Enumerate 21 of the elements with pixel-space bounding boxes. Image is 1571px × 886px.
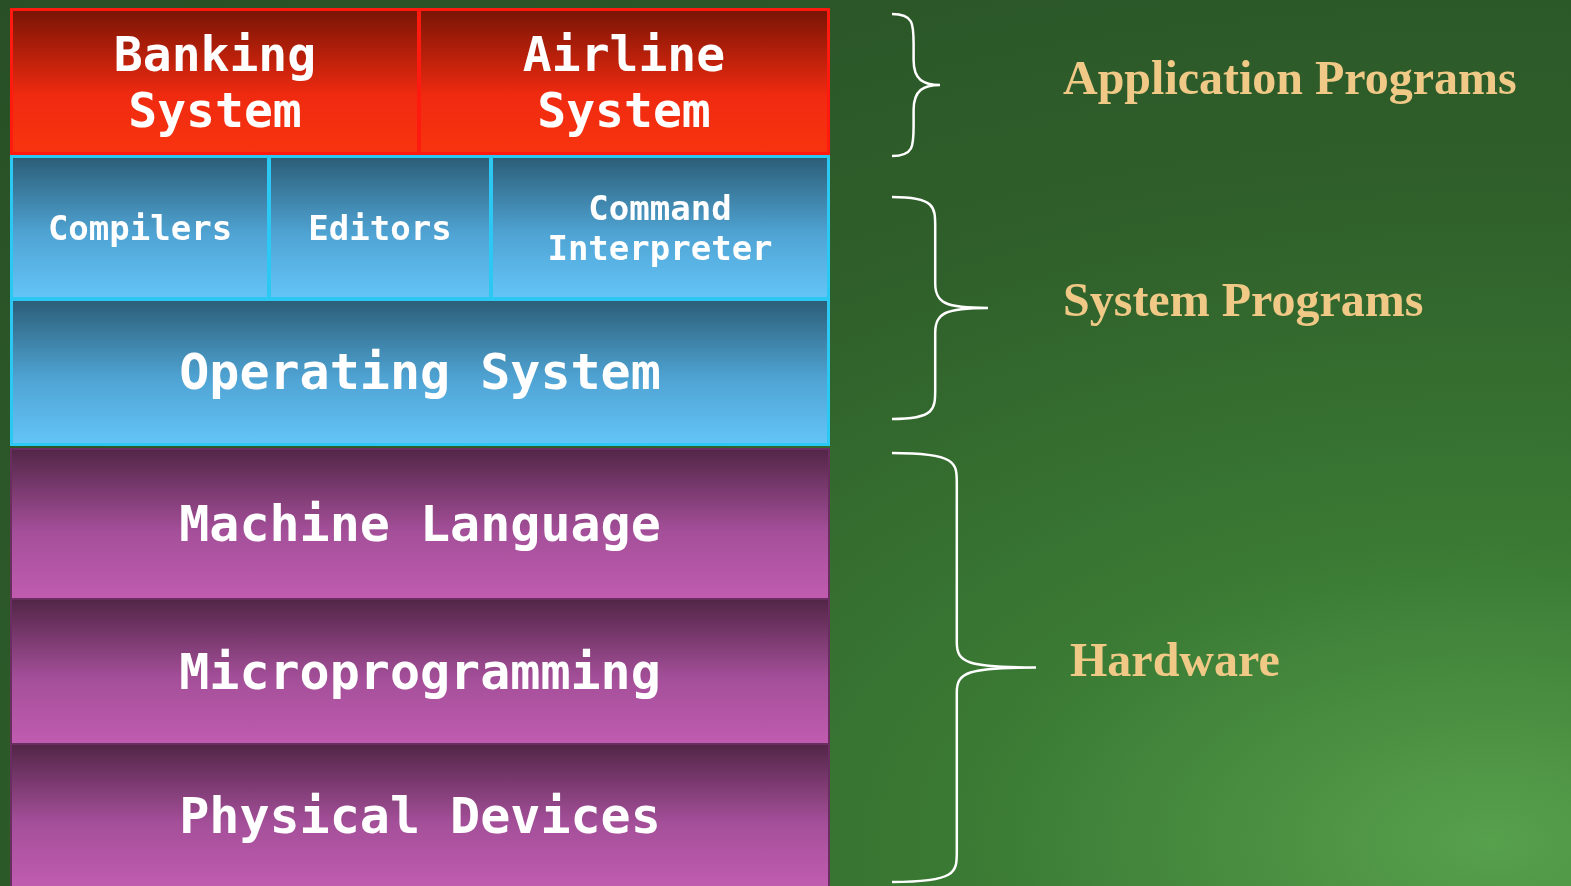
layer-box <box>10 8 420 155</box>
layer-box <box>10 743 830 886</box>
layer-label: Airline System <box>521 25 727 138</box>
layer-box <box>490 155 830 300</box>
layer-label: Command Interpreter <box>546 187 774 268</box>
layer-box <box>10 298 830 446</box>
group-label: Hardware <box>1070 632 1280 687</box>
layer-box <box>418 8 830 155</box>
group-label: System Programs <box>1063 272 1424 327</box>
layer-label: Machine Language <box>178 495 662 553</box>
layer-label: Physical Devices <box>178 786 662 845</box>
group-label: Application Programs <box>1063 50 1517 105</box>
layer-label: Editors <box>307 207 453 248</box>
layer-box <box>10 598 830 745</box>
layer-label: Microprogramming <box>178 642 662 701</box>
layer-box <box>268 155 492 300</box>
layer-box <box>10 448 830 600</box>
layer-label: Banking System <box>112 25 318 138</box>
layer-label: Compilers <box>46 207 234 248</box>
layer-label: Operating System <box>178 343 662 401</box>
layer-box <box>10 155 270 300</box>
